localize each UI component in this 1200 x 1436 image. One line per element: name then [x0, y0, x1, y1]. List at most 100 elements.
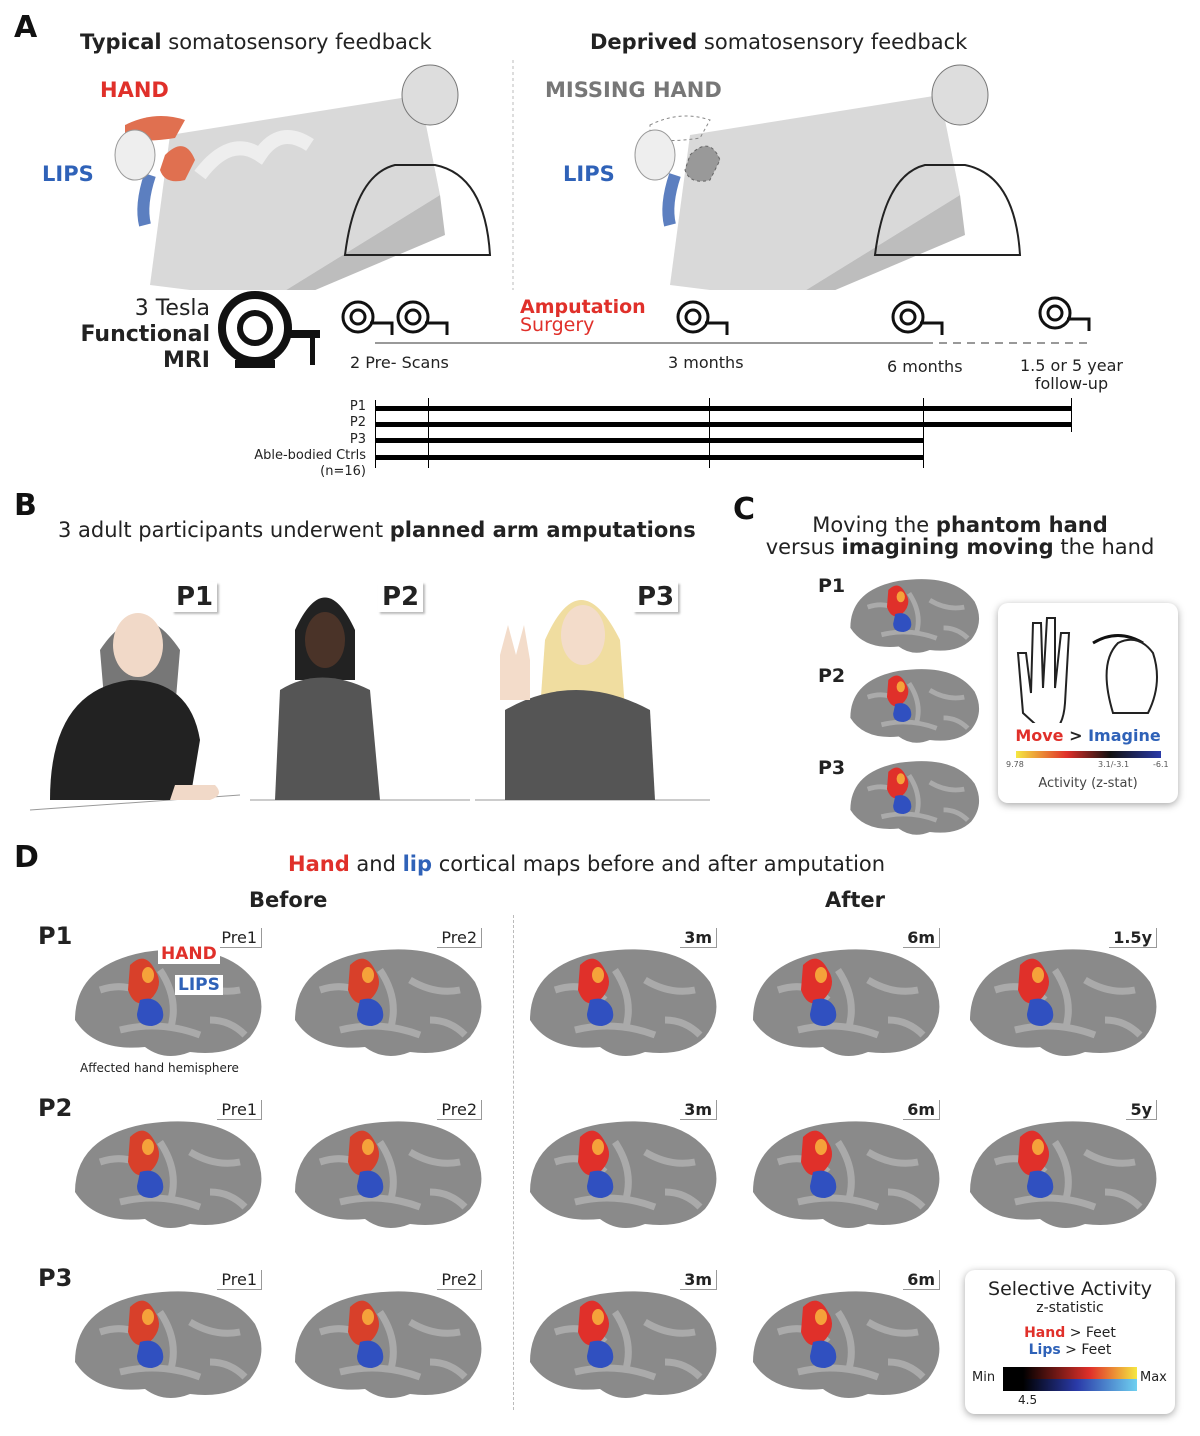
tick-followup: [1071, 398, 1072, 432]
colorbar-tick-mid: 3.1/-3.1: [1098, 760, 1130, 769]
panel-c-brain-map: [840, 660, 985, 759]
row-label-p1: P1: [38, 922, 73, 950]
mri-line1: 3 Tesla: [134, 296, 210, 321]
deprived-bold: Deprived: [590, 30, 698, 54]
hemisphere-note: Affected hand hemisphere: [80, 1061, 239, 1075]
hand-label: HAND: [100, 78, 169, 102]
bar-controls: [375, 455, 924, 460]
panel-c-row-label: P2: [818, 665, 846, 687]
d-title-rest: cortical maps before and after amputatio…: [432, 852, 886, 876]
group-controls: Able-bodied Ctrls: [254, 447, 366, 463]
row-label-p3: P3: [38, 1264, 73, 1292]
group-p1: P1: [349, 399, 366, 414]
imagine-text: Imagine: [1088, 726, 1161, 745]
mri-scanner-icon: [218, 291, 320, 368]
brain-map-p2-pre1: Pre1: [60, 1100, 270, 1250]
panel-c-brain-map: [840, 752, 985, 851]
panel-a-letter: A: [14, 10, 38, 45]
panel-c-row-label: P3: [818, 757, 846, 779]
brain-map-p3-6m: 6m: [738, 1270, 948, 1420]
brain-map-p2-3m: 3m: [515, 1100, 725, 1250]
c-title-2c: the hand: [1053, 535, 1155, 559]
deprived-brain-block: [634, 64, 1022, 290]
timepoint-label: Pre1: [217, 1100, 262, 1120]
missing-hand-label: MISSING HAND: [545, 78, 722, 102]
panel-d-letter: D: [14, 840, 39, 875]
timepoint-label: Pre1: [217, 1270, 262, 1290]
timepoint-label: 5y: [1126, 1100, 1157, 1120]
timepoint-3m: 3 months: [668, 353, 744, 372]
bar-p2: [375, 422, 1072, 427]
timepoint-label: 1.5y: [1109, 928, 1157, 948]
timepoint-pre: 2 Pre- Scans: [350, 353, 449, 372]
mri-label: 3 Tesla Functional MRI: [70, 296, 210, 374]
surgery-text: Surgery: [520, 314, 595, 336]
legend-lips: Lips: [1028, 1342, 1061, 1358]
timepoint-6m: 6 months: [887, 357, 963, 376]
move-text: Move: [1015, 726, 1064, 745]
participant-p3-label: P3: [633, 582, 679, 612]
d-title-lip: lip: [402, 852, 433, 876]
lips-label-deprived: LIPS: [563, 162, 615, 186]
move-imagine-colorbar: [1016, 751, 1161, 758]
timepoint-label: 6m: [903, 1100, 940, 1120]
legend-hand-feet: > Feet: [1065, 1325, 1116, 1341]
legend-lips-row: Lips > Feet: [965, 1342, 1175, 1358]
legend-subtitle: z-statistic: [1036, 1300, 1104, 1316]
tick-6m: [923, 398, 924, 468]
legend-lips-feet: > Feet: [1060, 1342, 1112, 1358]
brain-map-p3-3m: 3m: [515, 1270, 725, 1420]
timepoint-label: Pre1: [217, 928, 262, 948]
colorbar-tick-max: 9.78: [1006, 760, 1024, 769]
brain-map-p3-pre1: Pre1: [60, 1270, 270, 1420]
panel-c-letter: C: [733, 492, 756, 527]
timepoint-label: 3m: [680, 928, 717, 948]
deprived-rest: somatosensory feedback: [697, 30, 968, 54]
c-title-2a: versus: [765, 535, 842, 559]
typical-brain-block: [114, 64, 492, 290]
tick-pre: [428, 398, 429, 468]
panel-d-title: Hand and lip cortical maps before and af…: [288, 852, 885, 876]
timepoint-label: Pre2: [437, 1100, 482, 1120]
c-title-2b: imagining moving: [841, 535, 1054, 559]
deprived-title: Deprived somatosensory feedback: [590, 30, 967, 54]
legend-hand-row: Hand > Feet: [965, 1325, 1175, 1341]
brain-map-p1-3m: 3m: [515, 928, 725, 1078]
lips-label: LIPS: [42, 162, 94, 186]
brain-map-p1-6m: 6m: [738, 928, 948, 1078]
group-p3: P3: [349, 431, 366, 447]
timepoint-label: 3m: [680, 1100, 717, 1120]
panel-d-legend: Selective Activity z-statistic Hand > Fe…: [965, 1270, 1175, 1414]
brain-map-p2-5y: 5y: [955, 1100, 1165, 1250]
bar-p3: [375, 438, 924, 443]
mri-line3: MRI: [162, 348, 210, 373]
d-title-mid: and: [349, 852, 403, 876]
panel-b-title-bold: planned arm amputations: [389, 518, 696, 542]
timepoint-label: Pre2: [437, 1270, 482, 1290]
hand-colorbar: [1003, 1367, 1137, 1379]
move-imagine-label: Move > Imagine: [998, 726, 1178, 745]
c-title-1b: phantom hand: [935, 513, 1108, 537]
panel-b-title-rest: 3 adult participants underwent: [58, 518, 390, 542]
timepoint-label: 6m: [903, 1270, 940, 1290]
c-title-1a: Moving the: [812, 513, 936, 537]
group-p2: P2: [349, 415, 366, 431]
legend-max: Max: [1140, 1370, 1167, 1385]
colorbar-caption: Activity (z-stat): [1038, 776, 1138, 791]
typical-bold: Typical: [80, 30, 162, 54]
legend-min: Min: [972, 1370, 996, 1385]
overlay-lips-label: LIPS: [175, 975, 223, 995]
panel-c-brain-map: [840, 570, 985, 669]
followup-line2: follow-up: [1034, 374, 1109, 393]
row-label-p2: P2: [38, 1094, 73, 1122]
legend-title: Selective Activity: [988, 1278, 1152, 1300]
panel-c-legend: Move > Imagine 9.78 3.1/-3.1 -6.1 Activi…: [998, 603, 1178, 803]
timeline-axis: [375, 400, 376, 468]
brain-map-p2-pre2: Pre2: [280, 1100, 490, 1250]
participant-p2-label: P2: [378, 582, 424, 612]
before-heading: Before: [249, 888, 328, 912]
mri-line2: Functional: [80, 322, 210, 347]
tick-3m: [709, 398, 710, 468]
